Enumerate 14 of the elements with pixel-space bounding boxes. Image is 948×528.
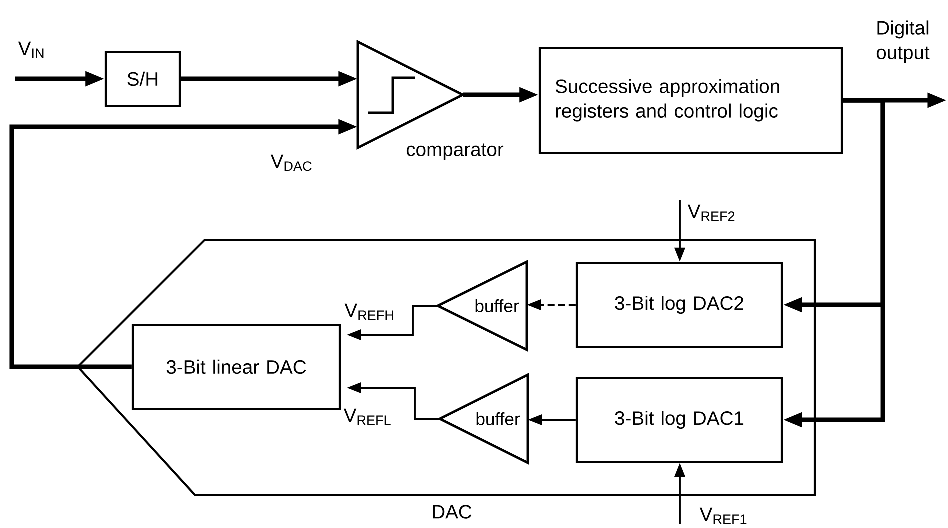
block-label: DAC bbox=[433, 505, 472, 519]
converter-box: 3-Bit log DAC1 bbox=[576, 376, 784, 464]
converter-box: 3-Bit log DAC2 bbox=[576, 262, 784, 348]
process-box: S/H bbox=[104, 50, 182, 108]
edge-label: V$_{REF1}$ bbox=[698, 506, 750, 526]
edge-label: V$_{IN}$ bbox=[16, 40, 48, 60]
process-box: Successive approximation registers and control logic bbox=[538, 46, 844, 154]
output-label: Digital output bbox=[876, 20, 930, 64]
edge-label: V$_{REFH}$ bbox=[342, 302, 398, 322]
converter-box: 3-Bit linear DAC bbox=[132, 324, 342, 410]
comparator-label: comparator bbox=[406, 144, 504, 160]
edge-label: V$_{DAC}$ bbox=[269, 153, 315, 173]
edge-label: V$_{REFL}$ bbox=[342, 407, 394, 427]
edge-label: V$_{REF2}$ bbox=[686, 203, 738, 223]
